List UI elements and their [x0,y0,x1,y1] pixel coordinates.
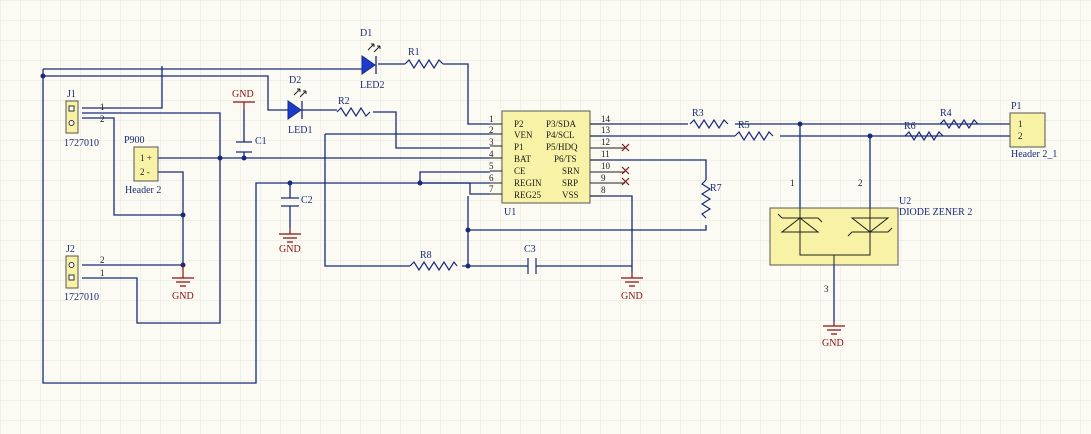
zener-u2[interactable]: U2 DIODE ZENER 2 1 2 3 [769,178,972,294]
svg-text:P3/SDA: P3/SDA [546,119,577,129]
gnd-symbol-c2: GND [279,228,301,255]
svg-text:R1: R1 [408,47,420,58]
svg-text:R7: R7 [710,183,722,194]
svg-text:2: 2 [489,125,494,135]
svg-text:LED2: LED2 [360,80,384,91]
svg-text:4: 4 [489,149,494,159]
svg-text:C3: C3 [524,244,536,255]
svg-text:DIODE ZENER 2: DIODE ZENER 2 [899,207,972,218]
svg-text:D1: D1 [360,28,372,39]
svg-text:1: 1 [1018,119,1023,129]
svg-text:1: 1 [489,114,494,124]
svg-text:R3: R3 [692,108,704,119]
svg-text:1: 1 [100,268,105,278]
svg-text:U1: U1 [504,207,516,218]
ic-u1[interactable]: U1 P2 VEN P1 BAT CE REGIN REG25 1 2 3 4 … [489,110,630,218]
no-connect-markers [602,143,630,186]
connector-p1[interactable]: 1 2 P1 Header 2_1 [1009,101,1057,160]
svg-text:P2: P2 [514,119,524,129]
svg-text:CE: CE [514,166,526,176]
svg-text:12: 12 [601,137,610,147]
capacitor-c2[interactable]: C2 [281,195,313,207]
capacitor-c3[interactable]: C3 [515,244,540,274]
led-d1[interactable]: D1 LED2 [360,28,384,91]
svg-text:GND: GND [232,89,254,100]
svg-text:P1: P1 [514,142,524,152]
svg-text:U2: U2 [899,196,911,207]
capacitor-c1[interactable]: C1 [236,136,267,153]
resistor-r2[interactable]: R2 [336,96,371,118]
svg-text:LED1: LED1 [288,125,312,136]
gnd-symbol-u1: GND [621,272,643,302]
svg-text:5: 5 [489,161,494,171]
svg-text:6: 6 [489,173,494,183]
u1-right-pins: P3/SDA P4/SCL P5/HDQ P6/TS SRN SRP VSS 1… [546,114,611,200]
svg-text:2: 2 [858,178,863,188]
svg-text:VEN: VEN [514,130,533,140]
gnd-symbol-c1: GND [232,89,255,110]
svg-text:R4: R4 [940,108,952,119]
svg-text:SRN: SRN [562,166,580,176]
svg-text:1727010: 1727010 [64,292,99,303]
svg-text:GND: GND [822,338,844,349]
svg-text:R6: R6 [904,121,916,132]
svg-text:GND: GND [172,291,194,302]
connector-j1[interactable]: J1 1727010 1 2 [64,89,105,149]
resistor-r1[interactable]: R1 [378,47,445,70]
svg-text:13: 13 [601,125,611,135]
resistor-r7[interactable]: R7 [700,179,722,219]
gnd-symbol-j2: GND [172,265,194,302]
svg-text:REG25: REG25 [514,190,542,200]
svg-text:D2: D2 [289,75,301,86]
svg-text:1 +: 1 + [140,153,152,163]
svg-text:7: 7 [489,184,494,194]
u1-left-pins: P2 VEN P1 BAT CE REGIN REG25 1 2 3 4 5 6… [489,114,542,200]
svg-text:2: 2 [100,255,105,265]
svg-text:P5/HDQ: P5/HDQ [546,142,578,152]
svg-text:Header 2_1: Header 2_1 [1011,149,1057,160]
resistor-r3[interactable]: R3 [689,108,729,130]
svg-text:R2: R2 [338,96,350,107]
resistor-r4[interactable]: R4 [939,108,979,130]
connector-p900[interactable]: 1 + 2 - P900 Header 2 [124,135,184,215]
resistor-r6[interactable]: R6 [904,121,944,142]
svg-text:9: 9 [601,173,606,183]
resistor-r5[interactable]: R5 [734,120,774,142]
connector-j2[interactable]: J2 1727010 2 1 [64,244,105,303]
svg-text:BAT: BAT [514,154,532,164]
svg-text:C1: C1 [255,136,267,147]
gnd-symbol-u2: GND [822,322,845,349]
svg-text:R5: R5 [738,120,750,131]
svg-text:P1: P1 [1011,101,1022,112]
svg-text:J1: J1 [67,89,76,100]
svg-text:3: 3 [824,284,829,294]
svg-text:REGIN: REGIN [514,178,542,188]
svg-text:1: 1 [100,102,105,112]
svg-text:R8: R8 [420,250,432,261]
svg-text:GND: GND [621,291,643,302]
svg-text:2: 2 [1018,131,1023,141]
svg-text:11: 11 [601,149,610,159]
svg-text:1: 1 [790,178,795,188]
resistor-r8[interactable]: R8 [409,250,458,272]
svg-text:C2: C2 [301,195,313,206]
svg-text:P900: P900 [124,135,145,146]
svg-text:14: 14 [601,114,611,124]
svg-text:2 -: 2 - [140,167,150,177]
svg-text:VSS: VSS [562,190,579,200]
svg-text:P6/TS: P6/TS [554,154,577,164]
svg-text:SRP: SRP [562,178,578,188]
svg-text:1727010: 1727010 [64,138,99,149]
led-d2[interactable]: D2 LED1 [287,75,337,136]
svg-text:GND: GND [279,244,301,255]
svg-text:P4/SCL: P4/SCL [546,130,575,140]
svg-text:2: 2 [100,114,105,124]
svg-text:8: 8 [601,185,606,195]
svg-text:J2: J2 [66,244,75,255]
svg-text:Header 2: Header 2 [125,185,161,196]
svg-text:3: 3 [489,137,494,147]
svg-text:10: 10 [601,161,611,171]
